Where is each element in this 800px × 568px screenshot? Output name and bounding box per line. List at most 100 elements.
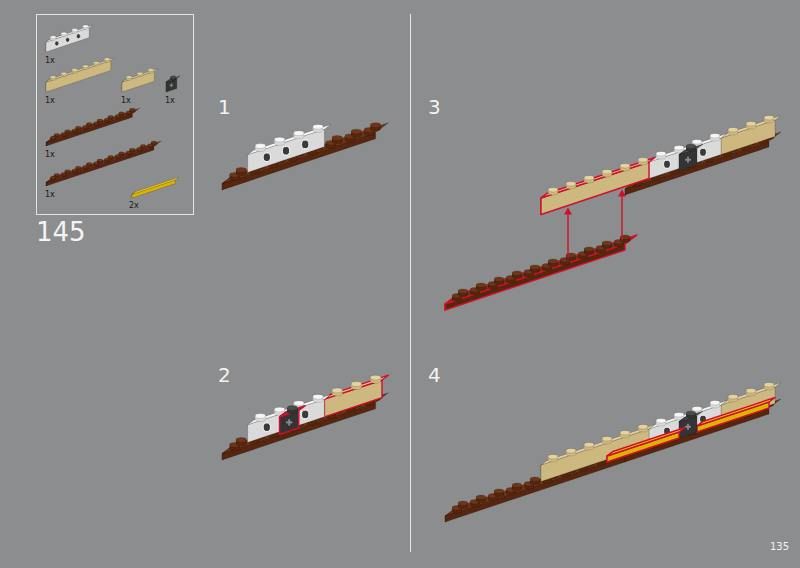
stud-top [370, 375, 380, 380]
stud-top [61, 32, 67, 35]
lego-part [607, 428, 685, 463]
stud-top [764, 116, 774, 121]
axle-hole [687, 424, 689, 430]
part-top-face [679, 144, 703, 155]
stud-top [236, 438, 246, 443]
stud-top [656, 419, 666, 424]
stud [656, 419, 666, 427]
part-top-face [280, 406, 306, 417]
stud-top [476, 495, 486, 500]
stud [50, 36, 56, 41]
step-number: 1 [218, 97, 231, 117]
stud [566, 449, 576, 457]
stud-top [255, 144, 265, 149]
technic-hole [302, 140, 309, 149]
stud-top [566, 182, 576, 187]
stud [72, 29, 78, 33]
part-front-face [248, 129, 325, 172]
stud-top [494, 277, 504, 282]
part-top-face [248, 124, 331, 154]
stud [119, 152, 125, 157]
part-top-face [721, 383, 781, 406]
stud-top [287, 406, 297, 411]
stud-top [50, 36, 56, 39]
step-3-art [445, 116, 781, 311]
stud [710, 134, 720, 142]
stud [512, 271, 522, 279]
stud-top [108, 115, 114, 118]
stud [686, 144, 696, 152]
part-top-face [721, 116, 781, 139]
stud-top [692, 407, 702, 412]
build-number: 145 [36, 219, 86, 245]
stud-top [75, 166, 81, 169]
stud-top [108, 155, 114, 158]
stud-top [83, 25, 89, 28]
stud [108, 155, 114, 160]
stud-top [65, 170, 71, 173]
part-top-face [541, 158, 655, 199]
stud [548, 259, 558, 267]
stud [97, 159, 103, 163]
stud-top [638, 158, 648, 163]
stud-top [584, 176, 594, 181]
stud [638, 158, 648, 166]
part-front-face [541, 429, 649, 482]
stud-top [54, 133, 60, 136]
stud [686, 411, 696, 419]
stud-top [75, 126, 81, 129]
stud-top [274, 407, 284, 412]
stud [370, 375, 380, 383]
stud-top [674, 413, 684, 418]
stud [50, 76, 56, 80]
stud-top [692, 140, 702, 145]
part-front-face [679, 149, 697, 172]
stud [620, 164, 630, 172]
part-front-face [46, 114, 132, 146]
stud-top [548, 188, 558, 193]
stud [351, 129, 361, 137]
arrow-head [564, 208, 572, 215]
stud [746, 122, 756, 130]
part-front-face [122, 71, 154, 92]
part-quantity: 1x [45, 191, 55, 199]
stud-top [620, 164, 630, 169]
lego-part [324, 375, 388, 417]
part-front-face [445, 244, 625, 310]
stud [236, 438, 246, 446]
stud [126, 76, 132, 80]
part-top-face [248, 394, 331, 424]
part-top-face [122, 69, 158, 83]
part-front-face [445, 456, 625, 522]
technic-hole [66, 37, 70, 42]
stud [351, 382, 361, 390]
stud [746, 389, 756, 397]
stud [584, 176, 594, 184]
stud [137, 72, 143, 76]
stud [332, 136, 342, 144]
stud-top [294, 401, 304, 406]
lego-part [541, 425, 655, 482]
stud [638, 425, 648, 433]
part-front-face [46, 28, 89, 52]
lego-part [721, 116, 781, 155]
stud-top [72, 69, 78, 72]
lego-part [445, 235, 637, 310]
stud [530, 265, 540, 273]
stud-top [86, 163, 92, 166]
stud-top [351, 129, 361, 134]
stud [72, 69, 78, 74]
stud [151, 141, 157, 145]
stud [170, 76, 176, 80]
stud [370, 123, 380, 131]
stud-top [83, 65, 89, 68]
part-front-face [46, 146, 154, 186]
lego-part [46, 58, 114, 92]
stud [86, 163, 92, 168]
axle-hole [288, 419, 290, 425]
part-front-face [607, 432, 679, 462]
part-top-face [324, 375, 388, 399]
technic-hole [263, 153, 270, 162]
lego-part [166, 76, 180, 92]
stud [313, 124, 323, 132]
